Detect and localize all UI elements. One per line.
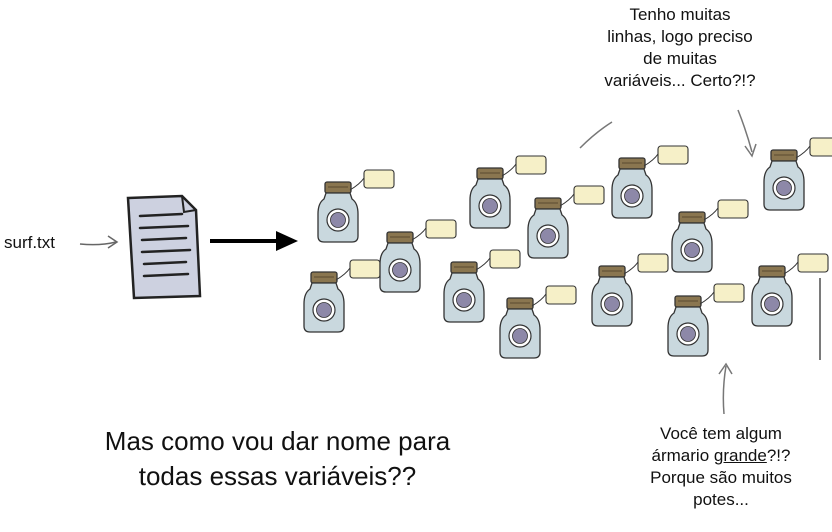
bubble-text: ármario <box>651 446 714 466</box>
bottom-bubble-pointer <box>718 362 733 415</box>
bubble-text: ?!? <box>766 446 791 466</box>
jar-icon <box>527 185 605 259</box>
file-label: surf.txt <box>4 233 56 252</box>
arrow-icon <box>210 231 298 251</box>
jar-collection <box>303 137 832 360</box>
thought-bubble-bottom: Você tem algum ármario grande?!? Porque … <box>610 423 832 511</box>
jar-icon <box>667 283 745 357</box>
bubble-line: Tenho muitas <box>629 5 731 24</box>
underlined-word: grande <box>713 446 767 466</box>
jar-icon <box>751 253 829 327</box>
jar-icon <box>303 259 381 333</box>
question-line: todas essas variáveis?? <box>138 461 417 492</box>
jar-icon <box>317 169 395 243</box>
label-to-file-arrow-icon <box>79 235 119 249</box>
jar-icon <box>591 253 669 327</box>
bubble-line: ármario grande?!? <box>610 445 832 467</box>
jar-icon <box>379 219 457 293</box>
bubble-line: potes... <box>693 490 749 510</box>
bubble-line: de muitas <box>643 49 717 69</box>
bubble-line: linhas, logo preciso <box>607 27 753 47</box>
bubble-line: variáveis... Certo?!? <box>604 71 756 91</box>
question-text: Mas como vou dar nome para todas essas v… <box>40 424 515 494</box>
jar-icon <box>499 285 577 359</box>
thought-bubble-top: Tenho muitas linhas, logo preciso de mui… <box>545 4 815 92</box>
top-bubble-pointer <box>579 109 757 158</box>
jar-icon <box>671 199 749 273</box>
question-line: Mas como vou dar nome para <box>104 426 451 456</box>
bubble-line: Você tem algum <box>660 424 782 443</box>
text-file-icon <box>126 194 202 300</box>
jar-icon <box>763 137 832 211</box>
jar-icon <box>611 145 689 219</box>
bubble-line: Porque são muitos <box>650 468 792 488</box>
